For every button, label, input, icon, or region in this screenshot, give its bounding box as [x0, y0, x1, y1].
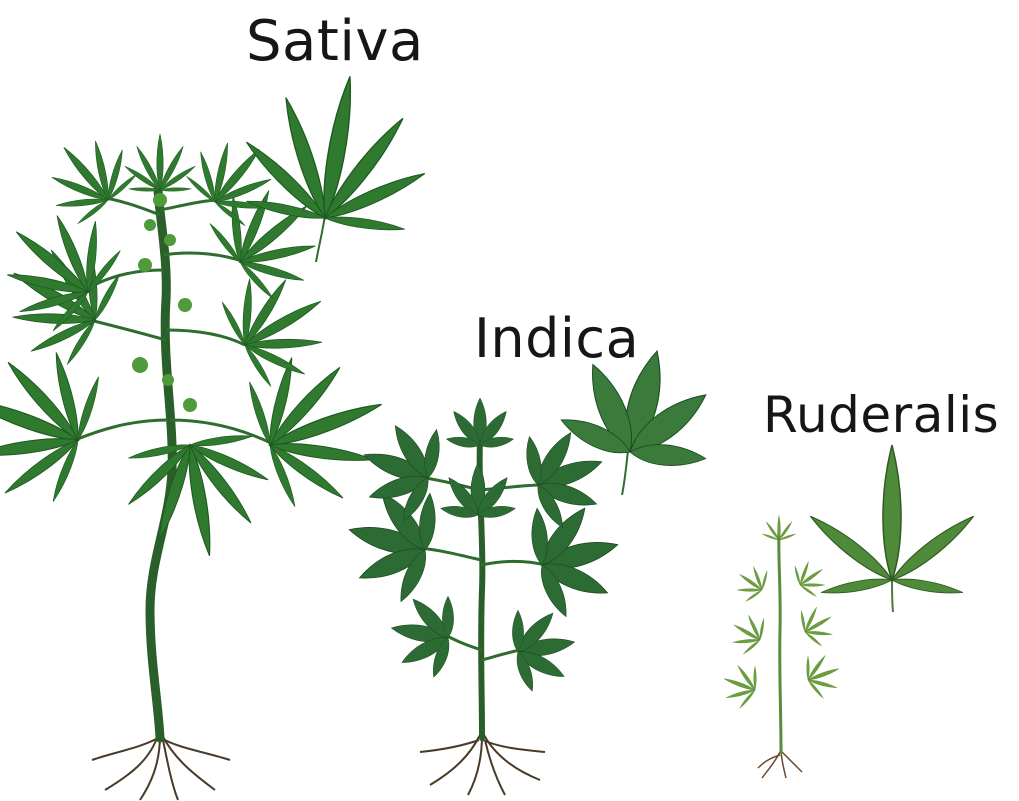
ruderalis-roots: [758, 752, 802, 778]
ruderalis-plant: [716, 515, 847, 778]
indica-roots: [420, 735, 545, 795]
ruderalis-label: Ruderalis: [763, 390, 999, 440]
indica-plant: [334, 398, 632, 795]
sativa-roots: [92, 735, 230, 800]
sativa-label: Sativa: [246, 14, 424, 70]
ruderalis-stem: [779, 530, 781, 752]
ruderalis-leaf-sample: [806, 445, 978, 612]
indica-label: Indica: [474, 312, 639, 366]
sativa-leaf-sample: [231, 60, 442, 262]
